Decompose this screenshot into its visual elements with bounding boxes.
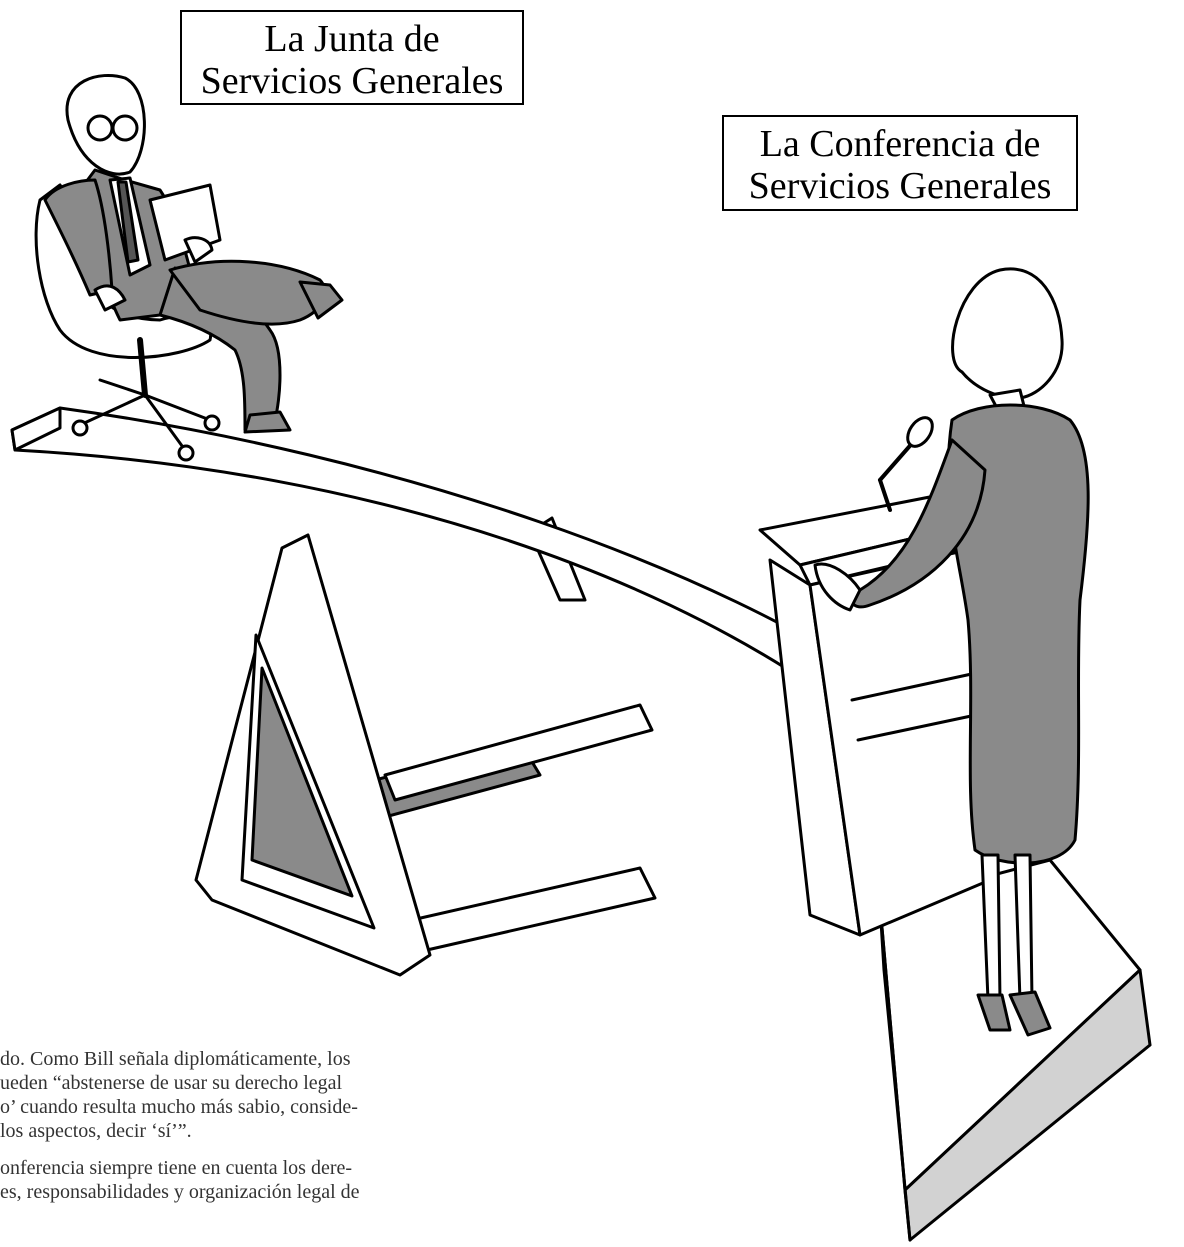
caption-paragraph-2: onferencia siempre tiene en cuenta los d… bbox=[0, 1156, 520, 1204]
caption-line: es, responsabilidades y organización leg… bbox=[0, 1181, 360, 1203]
microphone bbox=[878, 416, 934, 512]
board-label-line2: Servicios Generales bbox=[200, 60, 504, 102]
conference-label: La Conferencia de Servicios Generales bbox=[722, 115, 1078, 211]
caption-line: onferencia siempre tiene en cuenta los d… bbox=[0, 1157, 353, 1179]
caption-line: o’ cuando resulta mucho más sabio, consi… bbox=[0, 1096, 358, 1118]
board-label: La Junta de Servicios Generales bbox=[180, 10, 524, 105]
seated-man bbox=[43, 73, 344, 434]
caption-line: los aspectos, decir ‘sí’”. bbox=[0, 1120, 192, 1142]
caption-paragraph-1: do. Como Bill señala diplomáticamente, l… bbox=[0, 1047, 520, 1143]
woman-speaker bbox=[813, 267, 1090, 1037]
fulcrum-crossbars bbox=[278, 703, 657, 957]
conference-label-line1: La Conferencia de bbox=[759, 123, 1041, 165]
caption-line: ueden “abstenerse de usar su derecho leg… bbox=[0, 1072, 343, 1094]
right-platform bbox=[878, 858, 1152, 1242]
caption-line: do. Como Bill señala diplomáticamente, l… bbox=[0, 1048, 351, 1070]
conference-label-line2: Servicios Generales bbox=[748, 165, 1052, 207]
board-label-line1: La Junta de bbox=[264, 18, 440, 60]
front-fulcrum bbox=[194, 533, 432, 977]
